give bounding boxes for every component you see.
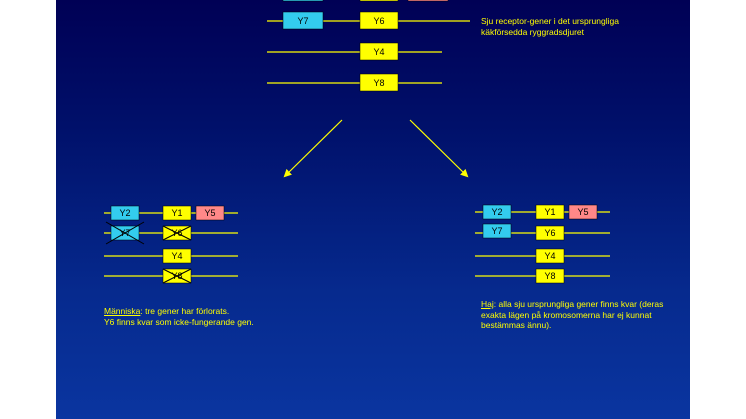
shark-gene-y2: Y2 xyxy=(482,204,512,220)
shark-caption-rest: : alla sju ursprungliga gener finns kvar… xyxy=(481,299,664,330)
ancestral-gene-y7: Y7 xyxy=(282,11,324,30)
ancestral-caption: Sju receptor-gener i det ursprungliga kä… xyxy=(481,16,619,37)
gene-label: Y1 xyxy=(171,208,182,218)
gene-label: Y7 xyxy=(491,226,502,236)
shark-gene-y1: Y1 xyxy=(535,204,565,220)
shark-gene-y7: Y7 xyxy=(482,223,512,239)
human-caption-rest: : tre gener har förlorats. xyxy=(140,306,230,316)
shark-gene-y5: Y5 xyxy=(568,204,598,220)
gene-label: Y6 xyxy=(373,16,384,26)
ancestral-gene-y6: Y6 xyxy=(359,11,399,30)
gene-box-partial-cyan xyxy=(282,0,324,2)
shark-caption: Haj: alla sju ursprungliga gener finns k… xyxy=(481,299,671,331)
gene-box-partial-pink xyxy=(407,0,449,2)
gene-label: Y2 xyxy=(119,208,130,218)
cross-line xyxy=(162,268,192,284)
cross-line xyxy=(105,221,145,245)
human-caption: Människa: tre gener har förlorats. Y6 fi… xyxy=(104,306,334,327)
arrow-to-shark xyxy=(409,119,469,178)
human-caption-title: Människa xyxy=(104,306,141,316)
cross-line xyxy=(162,225,192,241)
gene-label: Y1 xyxy=(544,207,555,217)
gene-label: Y4 xyxy=(171,251,182,261)
human-gene-y2: Y2 xyxy=(110,205,140,221)
gene-label: Y2 xyxy=(491,207,502,217)
shark-gene-y4: Y4 xyxy=(535,248,565,264)
gene-label: Y4 xyxy=(544,251,555,261)
human-gene-y8-lost: Y8 xyxy=(162,268,192,284)
gene-label: Y5 xyxy=(204,208,215,218)
shark-caption-title: Haj xyxy=(481,299,494,309)
ancestral-gene-y4: Y4 xyxy=(359,42,399,61)
gene-label: Y7 xyxy=(297,16,308,26)
gene-label: Y8 xyxy=(544,271,555,281)
arrow-to-human xyxy=(283,119,343,178)
gene-label: Y5 xyxy=(577,207,588,217)
human-gene-y4: Y4 xyxy=(162,248,192,264)
ancestral-gene-y8: Y8 xyxy=(359,73,399,92)
gene-label: Y8 xyxy=(373,78,384,88)
human-gene-y1: Y1 xyxy=(162,205,192,221)
human-caption-line2: Y6 finns kvar som icke-fungerande gen. xyxy=(104,316,254,327)
human-gene-y6-pseudo: Y6 xyxy=(162,225,192,241)
shark-gene-y8: Y8 xyxy=(535,268,565,284)
gene-box-partial-yellow xyxy=(359,0,399,2)
human-gene-y7-lost: Y7 xyxy=(105,221,145,245)
gene-label: Y4 xyxy=(373,47,384,57)
shark-gene-y6: Y6 xyxy=(535,225,565,241)
gene-label: Y6 xyxy=(544,228,555,238)
human-gene-y5: Y5 xyxy=(195,205,225,221)
